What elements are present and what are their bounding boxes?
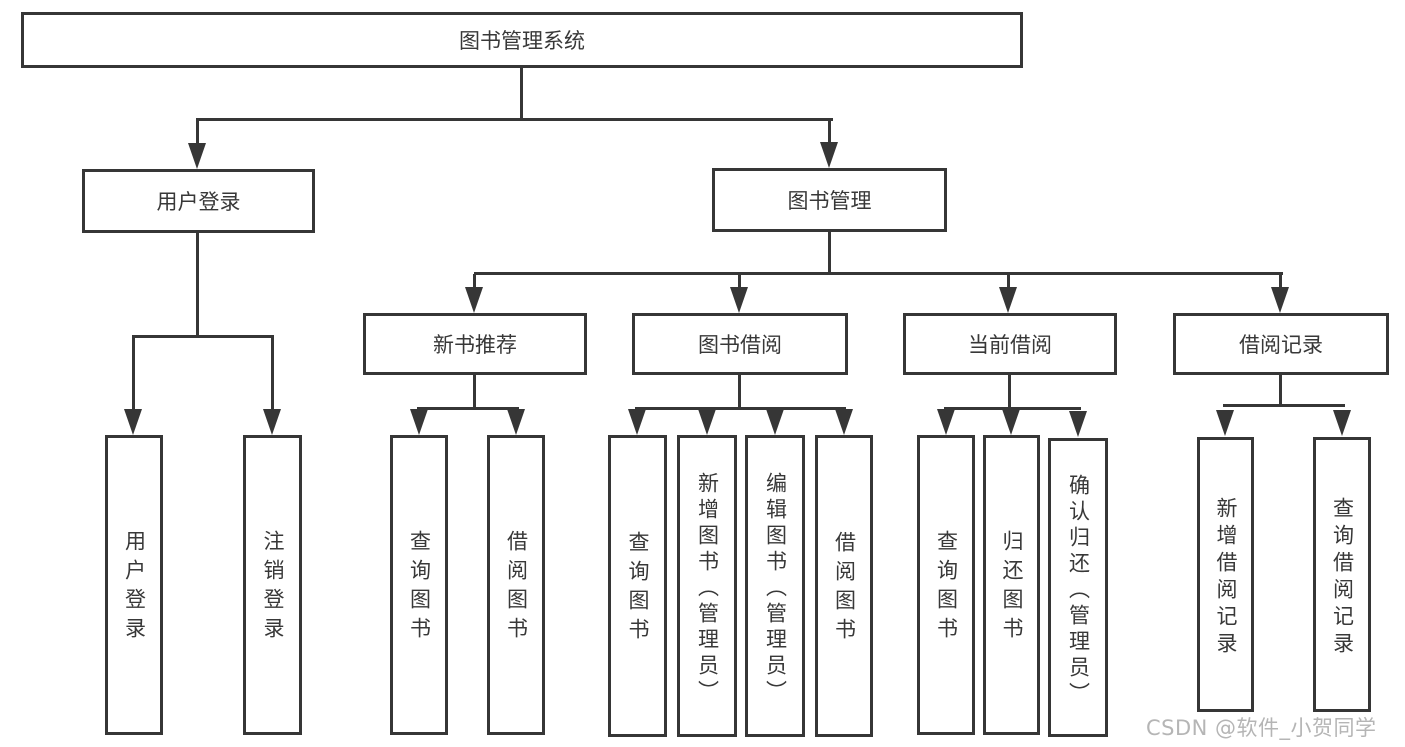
connector-level2-bus [196,118,833,121]
connector-stub [828,120,831,145]
leaf-logout: 注销登录 [243,435,302,735]
node-current-borrowing: 当前借阅 [903,313,1117,375]
connector-stem [473,373,476,410]
csdn-watermark: CSDN @软件_小贺同学 [1146,716,1377,740]
connector-bus [944,407,1081,410]
connector-level3-bus [474,272,1283,275]
arrow-down-icon [766,409,784,435]
arrow-down-icon [835,409,853,435]
arrow-down-icon [410,409,428,435]
leaf-bor-query-books: 查询图书 [608,435,667,737]
connector-stub [473,274,476,290]
arrow-down-icon [1333,410,1351,436]
leaf-bor-borrow-books: 借阅图书 [815,435,873,737]
node-root-system: 图书管理系统 [21,12,1023,68]
connector-stub [196,120,199,146]
arrow-down-icon [730,287,748,313]
arrow-down-icon [124,409,142,435]
leaf-bor-edit-books-admin: 编辑图书（管理员） [745,435,805,737]
connector-root-stem [520,66,523,120]
connector-stub [1007,274,1010,290]
arrow-down-icon [507,409,525,435]
arrow-down-icon [698,409,716,435]
leaf-rec-query-books: 查询图书 [390,435,448,735]
leaf-log-add-record: 新增借阅记录 [1197,437,1254,712]
connector-stem [738,373,741,410]
node-new-book-recommend: 新书推荐 [363,313,587,375]
leaf-cur-return-books: 归还图书 [983,435,1040,735]
arrow-down-icon [1002,409,1020,435]
arrow-down-icon [465,287,483,313]
arrow-down-icon [1216,410,1234,436]
connector-book-mgmt-stem [828,230,831,275]
node-book-management: 图书管理 [712,168,947,232]
connector-bus [635,407,846,410]
node-book-borrowing: 图书借阅 [632,313,848,375]
connector-stem [1008,373,1011,410]
leaf-user-login: 用户登录 [105,435,163,735]
connector-stem [1279,373,1282,407]
connector-user-login-stem [196,231,199,338]
connector-user-login-bus [132,335,274,338]
connector-stub [271,337,274,411]
connector-bus [1223,404,1345,407]
leaf-log-query-record: 查询借阅记录 [1313,437,1371,712]
connector-bus [417,407,519,410]
arrow-down-icon [820,142,838,168]
connector-stub [738,274,741,290]
node-borrowing-records: 借阅记录 [1173,313,1389,375]
leaf-cur-confirm-return-admin: 确认归还（管理员） [1048,438,1108,737]
node-user-login: 用户登录 [82,169,315,233]
connector-stub [1279,274,1282,290]
connector-stub [132,337,135,411]
arrow-down-icon [999,287,1017,313]
arrow-down-icon [1271,287,1289,313]
arrow-down-icon [937,409,955,435]
leaf-bor-add-books-admin: 新增图书（管理员） [677,435,737,737]
arrow-down-icon [188,143,206,169]
arrow-down-icon [1069,411,1087,437]
arrow-down-icon [263,409,281,435]
leaf-rec-borrow-books: 借阅图书 [487,435,545,735]
arrow-down-icon [628,409,646,435]
leaf-cur-query-books: 查询图书 [917,435,975,735]
